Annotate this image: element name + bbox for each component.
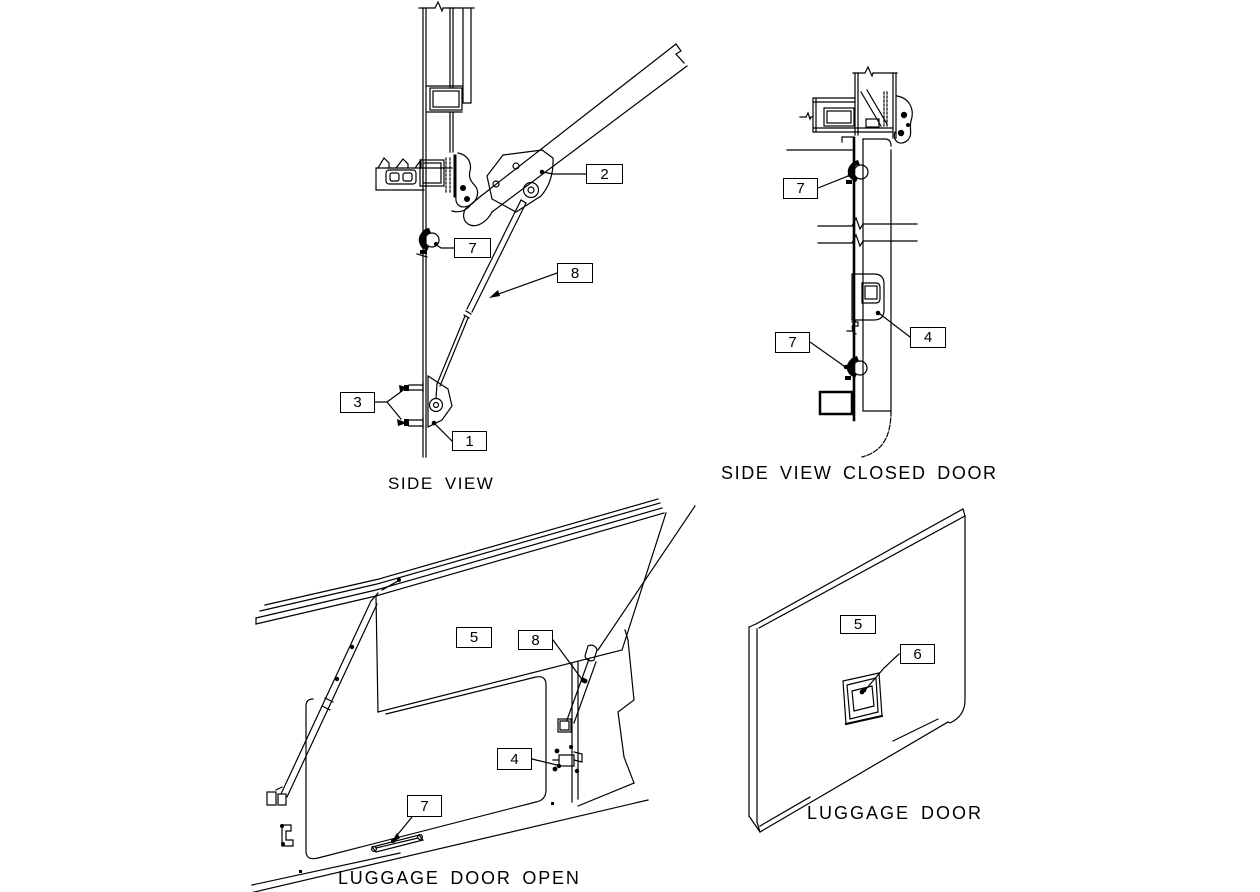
callout-5-luggage-door: 5 xyxy=(840,615,876,634)
callout-8-side-view: 8 xyxy=(557,263,593,283)
caption-luggage-door-open: LUGGAGE DOOR OPEN xyxy=(338,868,581,888)
callout-7-closed-door-upper: 7 xyxy=(783,178,818,199)
callout-3-side-view: 3 xyxy=(340,392,375,413)
callout-5-door-open: 5 xyxy=(456,627,492,648)
callout-8-door-open: 8 xyxy=(518,630,553,650)
caption-side-view-closed-door: SIDE VIEW CLOSED DOOR xyxy=(721,463,998,483)
callout-7-closed-door-lower: 7 xyxy=(775,332,810,353)
callout-4-closed-door: 4 xyxy=(910,327,946,348)
caption-side-view: SIDE VIEW xyxy=(388,474,495,493)
luggage-door-linework xyxy=(748,508,966,833)
callout-1-side-view: 1 xyxy=(452,431,487,451)
callout-4-door-open: 4 xyxy=(497,748,532,770)
callout-6-luggage-door: 6 xyxy=(900,644,935,664)
luggage-door-open-linework xyxy=(251,498,696,892)
side-view-closed-door-linework xyxy=(786,65,918,458)
caption-luggage-door: LUGGAGE DOOR xyxy=(807,803,984,823)
side-view-linework xyxy=(374,0,688,458)
callout-7-door-open: 7 xyxy=(407,795,442,817)
callout-7-side-view: 7 xyxy=(454,238,491,258)
callout-2-side-view: 2 xyxy=(586,164,623,184)
